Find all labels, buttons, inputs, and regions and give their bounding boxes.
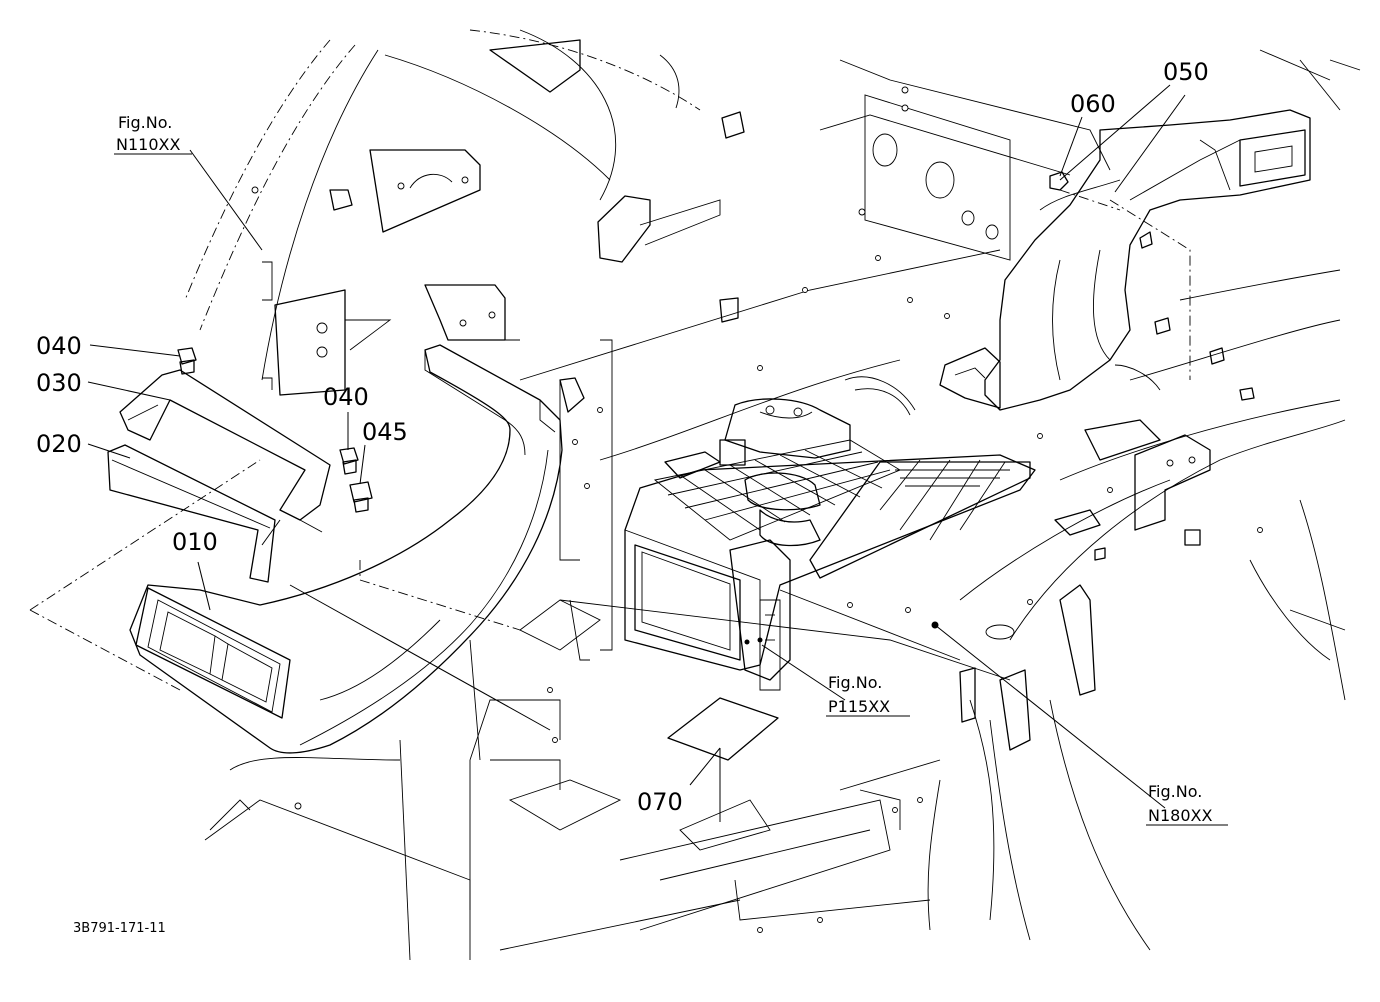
svg-text:N110XX: N110XX — [116, 135, 180, 154]
callout-030: 030 — [36, 369, 82, 397]
bolt-040-upper — [177, 347, 197, 375]
callout-040-lower: 040 — [323, 383, 369, 411]
frame-holes — [251, 86, 1263, 933]
fig-ref-n110: Fig.No. N110XX — [114, 113, 192, 155]
bolt-045 — [349, 481, 373, 513]
callout-020: 020 — [36, 430, 82, 458]
leader-lines — [87, 84, 1186, 822]
svg-text:P115XX: P115XX — [828, 697, 890, 716]
cabin-frame — [184, 29, 1361, 961]
svg-text:Fig.No.: Fig.No. — [1148, 782, 1202, 801]
part-callouts: 010 020 030 040 040 045 050 060 070 — [36, 58, 1209, 816]
svg-text:N180XX: N180XX — [1148, 806, 1212, 825]
svg-text:Fig.No.: Fig.No. — [118, 113, 172, 132]
hidden-lines — [29, 189, 1191, 691]
cover-020 — [107, 444, 276, 583]
svg-text:Fig.No.: Fig.No. — [828, 673, 882, 692]
callout-060: 060 — [1070, 90, 1116, 118]
bracket-030 — [119, 369, 331, 533]
callout-050: 050 — [1163, 58, 1209, 86]
fig-ref-n180: Fig.No. N180XX — [1146, 782, 1228, 826]
left-brackets — [262, 39, 745, 413]
drawing-code: 3B791-171-11 — [73, 921, 166, 936]
nut-060 — [1049, 171, 1069, 191]
callout-040-upper: 040 — [36, 332, 82, 360]
fig-ref-p115: Fig.No. P115XX — [826, 673, 910, 717]
callout-070: 070 — [637, 788, 683, 816]
callout-045: 045 — [362, 418, 408, 446]
duct-050 — [939, 109, 1311, 411]
label-sheet-070 — [667, 697, 779, 761]
hvac-unit — [624, 376, 1036, 691]
bolt-040-lower — [339, 447, 359, 475]
duct-010 — [129, 344, 563, 754]
callout-010: 010 — [172, 528, 218, 556]
right-brackets — [959, 317, 1255, 751]
figure-references: Fig.No. N110XX Fig.No. P115XX Fig.No. N1… — [114, 113, 1228, 826]
